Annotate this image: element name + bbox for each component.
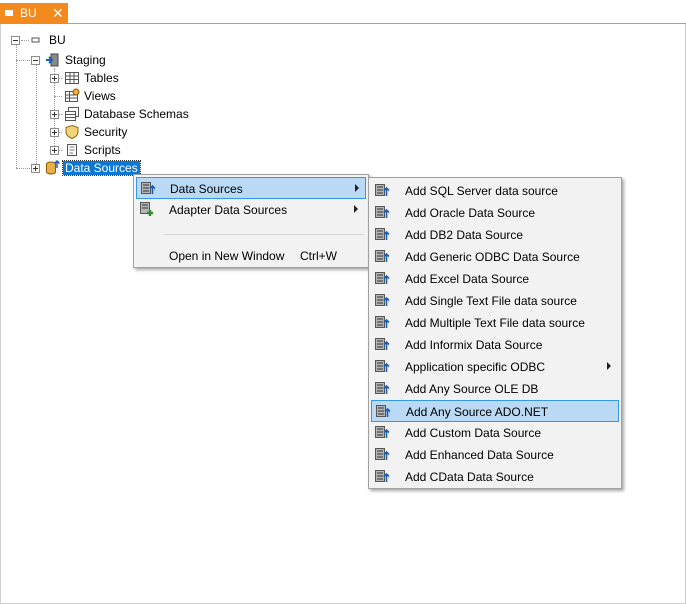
tree-line bbox=[16, 60, 34, 61]
add-datasource-icon bbox=[375, 403, 391, 419]
document-tabstrip: BU ✕ bbox=[0, 0, 686, 24]
submenu-item-label: Add SQL Server data source bbox=[405, 184, 558, 198]
tree-label: Views bbox=[84, 89, 116, 103]
table-icon bbox=[64, 70, 80, 86]
submenu-item-label: Add Enhanced Data Source bbox=[405, 448, 554, 462]
submenu-item-label: Add Single Text File data source bbox=[405, 294, 577, 308]
context-menu: Data Sources Adapter Data Sources Open i… bbox=[133, 174, 369, 268]
tree-line bbox=[21, 40, 29, 41]
datasource-icon bbox=[140, 180, 156, 196]
view-icon bbox=[64, 88, 80, 104]
add-datasource-icon bbox=[374, 424, 390, 440]
tab-label: BU bbox=[20, 6, 37, 20]
submenu-arrow-icon bbox=[354, 205, 358, 213]
shield-icon bbox=[64, 124, 80, 140]
tree-label: Security bbox=[84, 125, 128, 139]
submenu-arrow-icon bbox=[355, 184, 359, 192]
submenu-item-label: Add Generic ODBC Data Source bbox=[405, 250, 580, 264]
menu-item-data-sources[interactable]: Data Sources bbox=[136, 177, 366, 199]
add-datasource-icon bbox=[374, 204, 390, 220]
expand-toggle-data-sources[interactable] bbox=[31, 164, 40, 173]
add-datasource-icon bbox=[374, 270, 390, 286]
schema-icon bbox=[64, 106, 80, 122]
script-icon bbox=[64, 142, 80, 158]
add-datasource-icon bbox=[374, 248, 390, 264]
tree-label: Data Sources bbox=[62, 160, 141, 176]
tree-label: Staging bbox=[65, 53, 106, 67]
submenu-item-label: Add Any Source OLE DB bbox=[405, 382, 539, 396]
expand-toggle-tables[interactable] bbox=[50, 74, 59, 83]
tree-label: BU bbox=[49, 33, 66, 47]
expand-toggle-security[interactable] bbox=[50, 128, 59, 137]
tree-label: Scripts bbox=[84, 143, 121, 157]
submenu-item[interactable]: Add Any Source OLE DB bbox=[371, 378, 619, 400]
submenu-item-label: Add Informix Data Source bbox=[405, 338, 543, 352]
add-datasource-icon bbox=[374, 468, 390, 484]
expand-toggle-scripts[interactable] bbox=[50, 146, 59, 155]
add-datasource-icon bbox=[374, 358, 390, 374]
submenu-item[interactable]: Application specific ODBC bbox=[371, 356, 619, 378]
submenu-arrow-icon bbox=[607, 362, 611, 370]
submenu-item[interactable]: Add DB2 Data Source bbox=[371, 224, 619, 246]
menu-item-label: Adapter Data Sources bbox=[169, 203, 288, 217]
submenu-item-label: Add Multiple Text File data source bbox=[405, 316, 585, 330]
submenu-item[interactable]: Add Oracle Data Source bbox=[371, 202, 619, 224]
tree-line bbox=[16, 168, 34, 169]
submenu-item[interactable]: Add Enhanced Data Source bbox=[371, 444, 619, 466]
tree-line bbox=[36, 64, 37, 168]
tree-line bbox=[16, 44, 17, 168]
submenu-item-label: Add CData Data Source bbox=[405, 470, 534, 484]
staging-icon bbox=[45, 52, 61, 68]
submenu-item-label: Add Custom Data Source bbox=[405, 426, 542, 440]
submenu-item[interactable]: Add SQL Server data source bbox=[371, 180, 619, 202]
add-datasource-icon bbox=[374, 292, 390, 308]
submenu-item-label: Add Oracle Data Source bbox=[405, 206, 536, 220]
menu-item-label: Data Sources bbox=[170, 182, 243, 196]
tree-label: Database Schemas bbox=[84, 107, 189, 121]
submenu-item-label: Add Excel Data Source bbox=[405, 272, 530, 286]
add-datasource-icon bbox=[374, 446, 390, 462]
adapter-icon bbox=[139, 201, 155, 217]
add-datasource-icon bbox=[374, 182, 390, 198]
submenu-item-label: Add Any Source ADO.NET bbox=[406, 405, 549, 419]
tab-bu[interactable]: BU ✕ bbox=[0, 3, 68, 24]
collapse-toggle-bu[interactable] bbox=[11, 36, 20, 45]
menu-item-open-new-window[interactable]: Open in New Window Ctrl+W bbox=[136, 245, 366, 267]
menu-item-adapter-data-sources[interactable]: Adapter Data Sources bbox=[136, 199, 366, 221]
add-datasource-icon bbox=[374, 226, 390, 242]
add-datasource-icon bbox=[374, 336, 390, 352]
add-datasource-icon bbox=[374, 380, 390, 396]
submenu-item[interactable]: Add Generic ODBC Data Source bbox=[371, 246, 619, 268]
submenu-item[interactable]: Add Excel Data Source bbox=[371, 268, 619, 290]
tree-line bbox=[54, 96, 62, 97]
tree-label: Tables bbox=[84, 71, 119, 85]
submenu-item[interactable]: Add Multiple Text File data source bbox=[371, 312, 619, 334]
close-icon[interactable]: ✕ bbox=[52, 5, 64, 21]
submenu-item[interactable]: Add CData Data Source bbox=[371, 466, 619, 488]
add-datasource-icon bbox=[374, 314, 390, 330]
submenu-item[interactable]: Add Custom Data Source bbox=[371, 422, 619, 444]
database-icon bbox=[45, 159, 61, 176]
expand-toggle-database-schemas[interactable] bbox=[50, 110, 59, 119]
project-icon bbox=[29, 32, 45, 48]
collapse-toggle-staging[interactable] bbox=[31, 56, 40, 65]
submenu-item[interactable]: Add Single Text File data source bbox=[371, 290, 619, 312]
window-icon bbox=[5, 10, 13, 16]
submenu-item-label: Application specific ODBC bbox=[405, 360, 546, 374]
project-tree: BU Staging Tables Views bbox=[1, 24, 686, 604]
submenu-item[interactable]: Add Any Source ADO.NET bbox=[371, 400, 619, 422]
submenu-item[interactable]: Add Informix Data Source bbox=[371, 334, 619, 356]
submenu-item-label: Add DB2 Data Source bbox=[405, 228, 524, 242]
menu-separator bbox=[164, 234, 364, 235]
tree-line bbox=[54, 68, 55, 150]
menu-item-shortcut: Ctrl+W bbox=[300, 249, 337, 263]
menu-item-label: Open in New Window bbox=[169, 249, 285, 263]
